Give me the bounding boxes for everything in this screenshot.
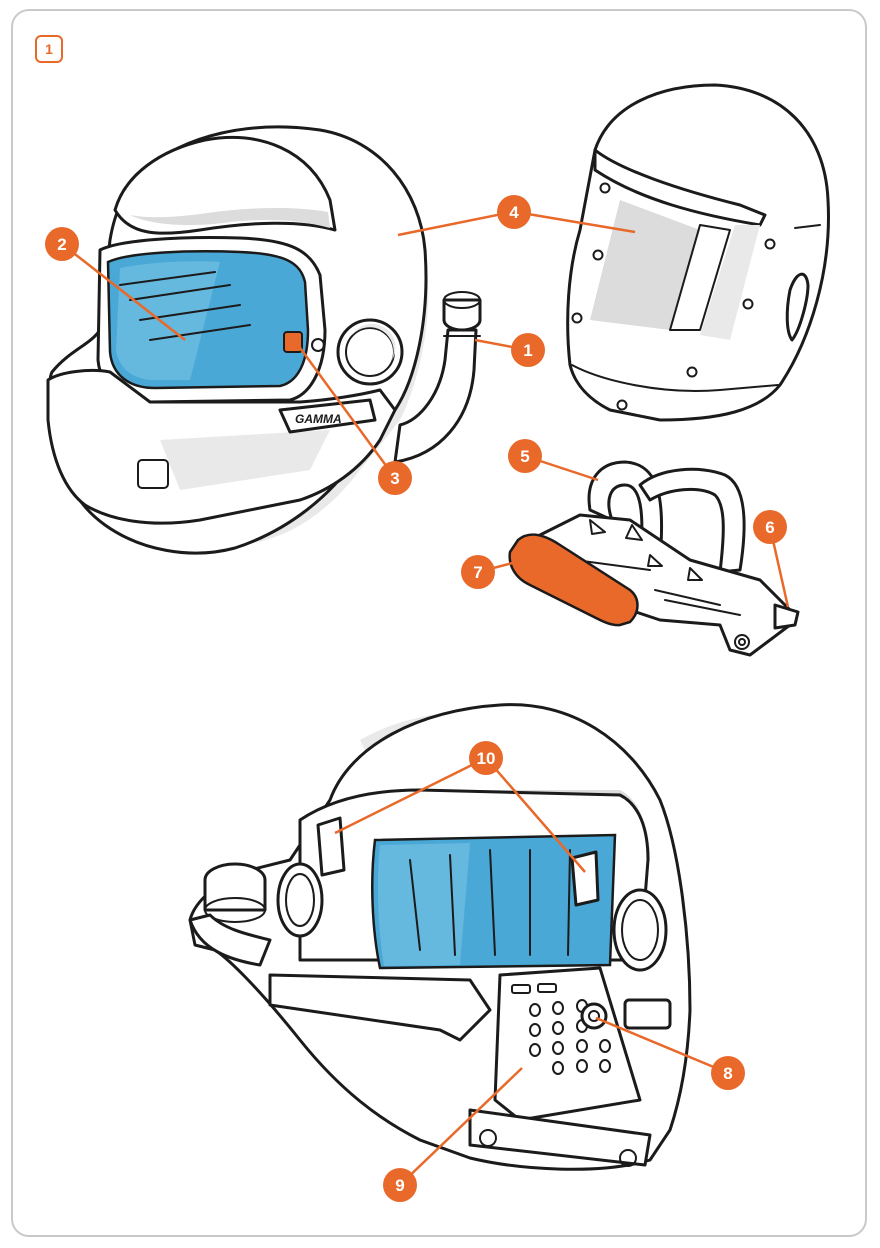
outer-shell-view — [566, 83, 830, 422]
callout-4: 4 — [497, 195, 531, 229]
callout-10-label: 10 — [477, 749, 496, 768]
callout-4-label: 4 — [509, 203, 519, 222]
callout-8: 8 — [711, 1056, 745, 1090]
callout-6-label: 6 — [765, 518, 774, 537]
panel-holes — [529, 999, 611, 1075]
callout-3: 3 — [378, 461, 412, 495]
callout-8-label: 8 — [723, 1064, 732, 1083]
callout-2-label: 2 — [57, 235, 66, 254]
callout-3-label: 3 — [390, 469, 399, 488]
callout-7: 7 — [461, 555, 495, 589]
helmet-front-view: GAMMA — [46, 125, 482, 555]
figure-frame — [11, 9, 867, 1237]
callout-10: 10 — [469, 741, 503, 775]
callout-2: 2 — [45, 227, 79, 261]
figure-number-badge: 1 — [35, 35, 63, 63]
callout-1-label: 1 — [523, 341, 532, 360]
callout-5: 5 — [508, 439, 542, 473]
callout-5-label: 5 — [520, 447, 529, 466]
callout-1: 1 — [511, 333, 545, 367]
callout-9: 9 — [383, 1168, 417, 1202]
callout-7-label: 7 — [473, 563, 482, 582]
head-harness-view — [508, 460, 800, 657]
helmet-brand-label: GAMMA — [295, 412, 342, 426]
callout-9-label: 9 — [395, 1176, 404, 1195]
helmet-inside-view — [188, 703, 692, 1171]
callout-6: 6 — [753, 510, 787, 544]
